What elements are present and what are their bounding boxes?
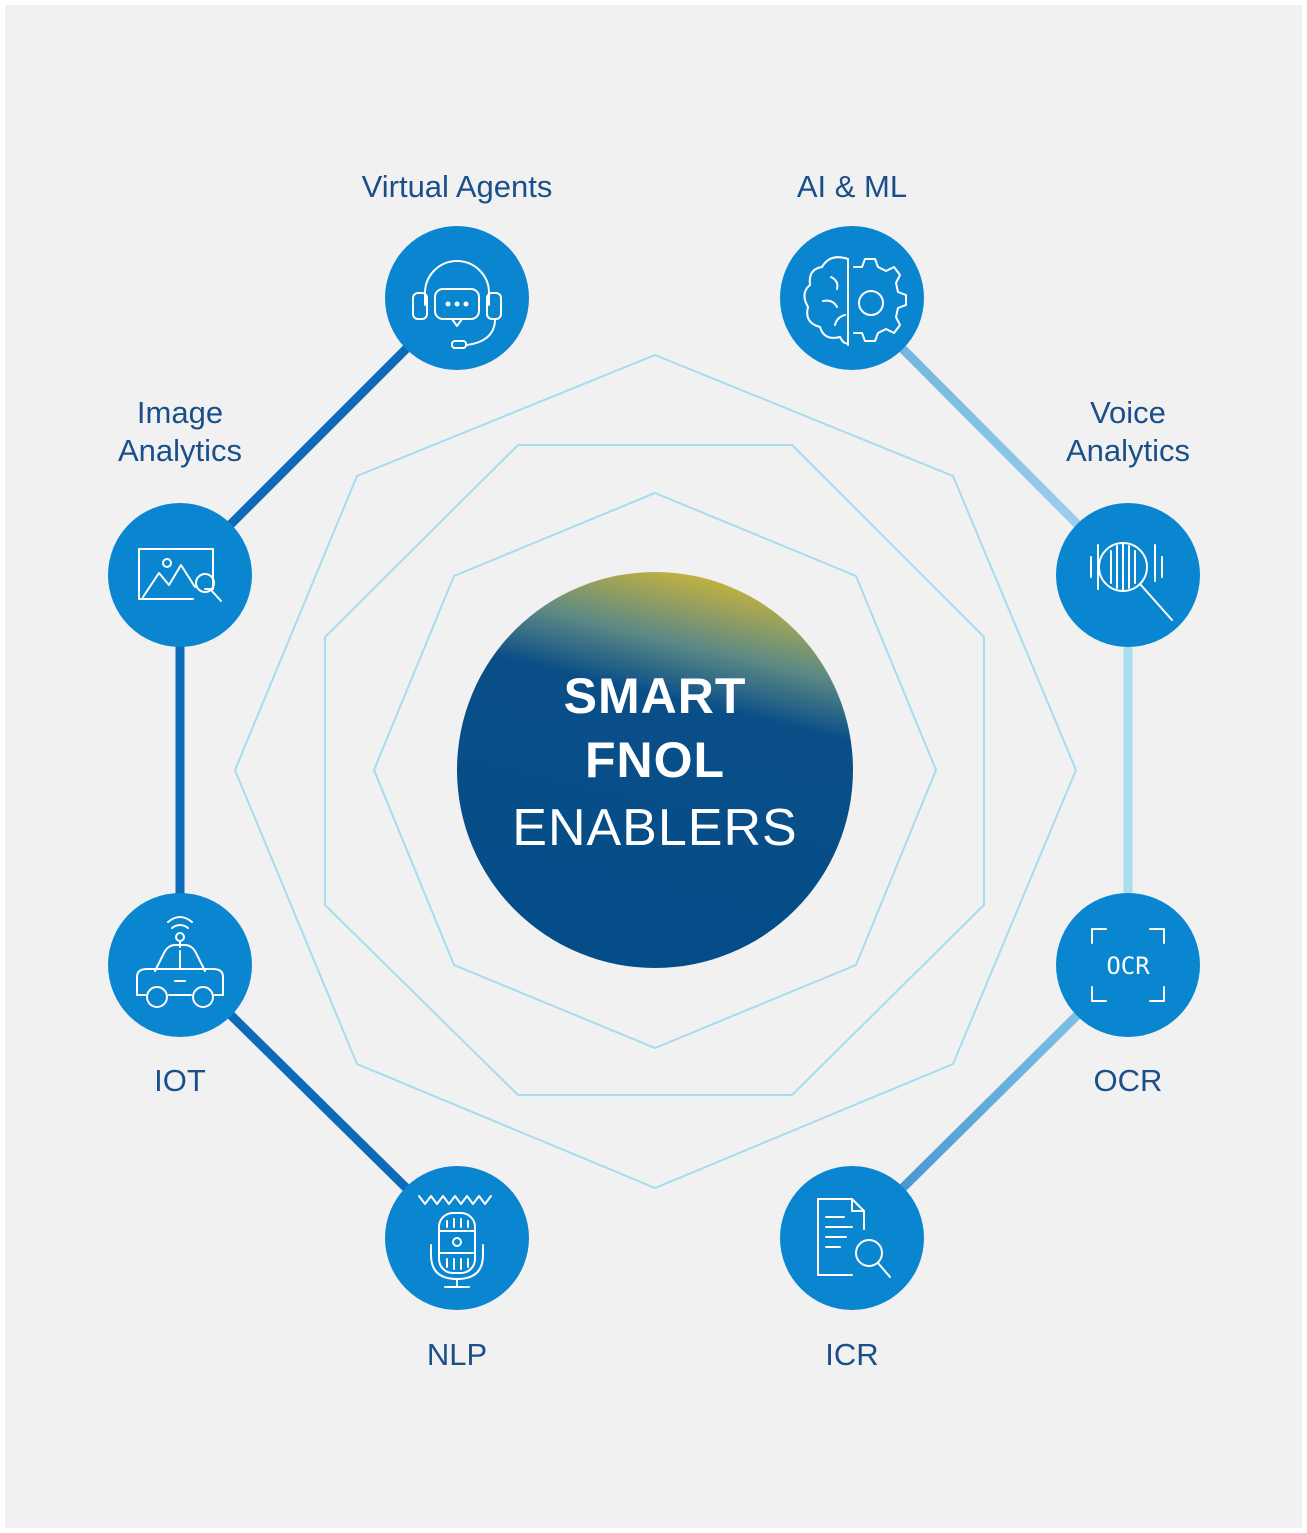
headset-chat-icon xyxy=(412,260,502,349)
brain-gear-icon xyxy=(803,256,907,346)
node-label-ai-ml: AI & ML xyxy=(797,169,907,204)
center-hub: SMART FNOL ENABLERS xyxy=(457,572,853,968)
ring-middle xyxy=(324,444,985,1096)
node-label-voice-analytics-line2: Analytics xyxy=(1066,433,1190,468)
node-label-ocr: OCR xyxy=(1094,1063,1163,1098)
node-label-nlp: NLP xyxy=(427,1337,487,1372)
node-label-image-analytics-line1: Image xyxy=(137,395,223,430)
node-ai-ml[interactable]: AI & ML xyxy=(780,169,924,370)
center-title-line1: SMART xyxy=(564,668,747,724)
node-label-iot: IOT xyxy=(154,1063,206,1098)
ocr-scan-icon xyxy=(1091,928,1165,1002)
node-label-virtual-agents: Virtual Agents xyxy=(362,169,553,204)
ocr-icon-label: OCR xyxy=(1106,952,1150,980)
ring-inner xyxy=(372,491,938,1050)
diagram-canvas: SMART FNOL ENABLERS Virtual Agents xyxy=(5,5,1302,1528)
voice-search-icon xyxy=(1090,542,1173,621)
ring-outer xyxy=(233,353,1078,1190)
node-label-image-analytics-line2: Analytics xyxy=(118,433,242,468)
connected-car-icon xyxy=(136,916,224,1008)
image-search-icon xyxy=(138,548,222,602)
document-search-icon xyxy=(817,1198,891,1278)
node-icr[interactable]: ICR xyxy=(780,1166,924,1372)
center-title-line3: ENABLERS xyxy=(512,799,797,857)
node-voice-analytics[interactable]: Voice Analytics xyxy=(1056,395,1200,647)
microphone-icon xyxy=(418,1195,492,1288)
node-iot[interactable]: IOT xyxy=(108,893,252,1098)
node-label-voice-analytics-line1: Voice xyxy=(1090,395,1166,430)
node-image-analytics[interactable]: Image Analytics xyxy=(108,395,252,647)
node-ocr[interactable]: OCR OCR xyxy=(1056,893,1200,1098)
node-nlp[interactable]: NLP xyxy=(385,1166,529,1372)
node-label-icr: ICR xyxy=(825,1337,878,1372)
node-virtual-agents[interactable]: Virtual Agents xyxy=(362,169,553,370)
center-title-line2: FNOL xyxy=(585,732,725,788)
